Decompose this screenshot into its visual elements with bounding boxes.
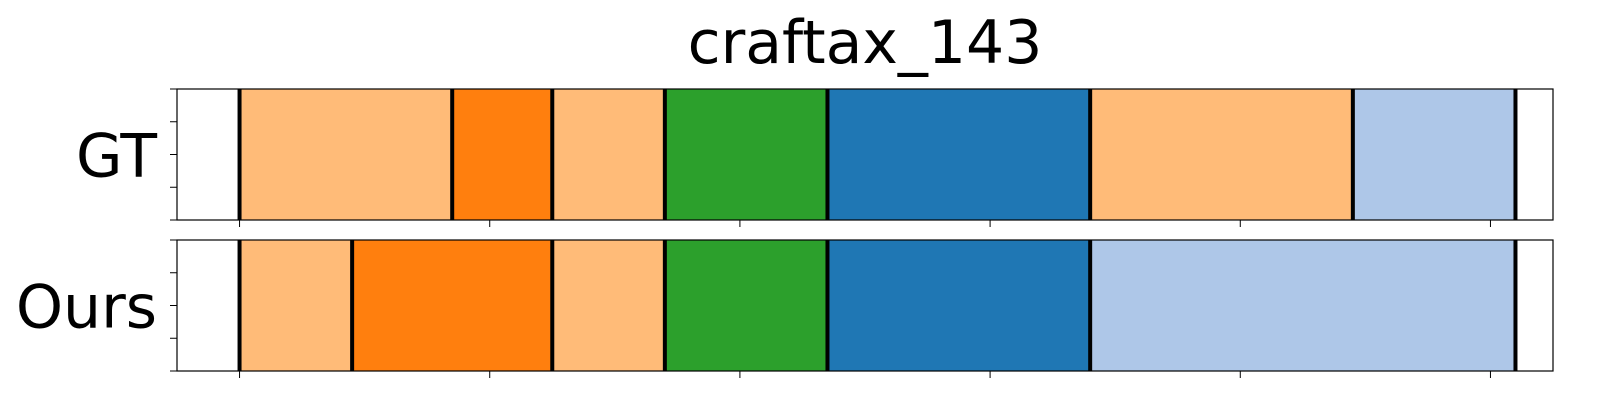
panel-gt: GT [76,88,1554,227]
chart-title: craftax_143 [688,8,1043,78]
segment-bar [239,240,353,371]
segment-bar [1090,89,1353,220]
panels: GT Ours [16,88,1554,378]
panel-ours: Ours [16,239,1554,378]
segment-bar [352,240,553,371]
segment-bar [552,89,665,220]
row-label-ours: Ours [16,273,157,343]
segment-bar [827,89,1091,220]
segment-bar [827,240,1091,371]
segment-bar [239,89,453,220]
segment-bar [1090,240,1516,371]
segment-bar [552,240,665,371]
segment-bar [452,89,553,220]
segment-bar [1352,89,1516,220]
segment-bar [664,89,828,220]
row-label-gt: GT [76,122,157,192]
segment-bar [664,240,828,371]
